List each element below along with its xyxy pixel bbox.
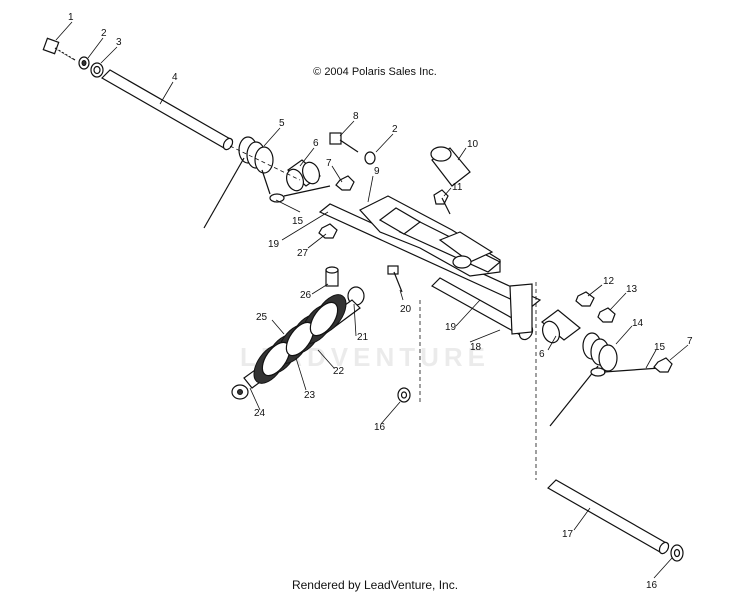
callout-15-left: 15 bbox=[292, 216, 304, 227]
callout-7-right: 7 bbox=[687, 336, 693, 347]
nut-7-left bbox=[335, 175, 355, 191]
nut-12 bbox=[575, 291, 595, 307]
callout-6: 6 bbox=[313, 138, 319, 149]
bolt-20 bbox=[387, 265, 403, 293]
callout-14: 14 bbox=[632, 318, 644, 329]
eyebolt-15-right bbox=[590, 367, 661, 377]
callout-18: 18 bbox=[470, 342, 482, 353]
block-10 bbox=[430, 146, 471, 187]
arm-assembly-9 bbox=[318, 195, 542, 309]
callout-20: 20 bbox=[400, 304, 412, 315]
callout-3: 3 bbox=[116, 37, 122, 48]
callout-16-bottom: 16 bbox=[646, 580, 658, 591]
bolt-1 bbox=[42, 37, 76, 61]
rendered-by-text: Rendered by LeadVenture, Inc. bbox=[291, 578, 459, 592]
callout-17: 17 bbox=[562, 529, 574, 540]
callout-25: 25 bbox=[256, 312, 268, 323]
bolt-11 bbox=[433, 189, 451, 215]
callout-24: 24 bbox=[254, 408, 266, 419]
callout-22: 22 bbox=[333, 366, 345, 377]
bushing-6-left bbox=[285, 159, 321, 192]
callout-19-right: 19 bbox=[445, 322, 457, 333]
shaft-17 bbox=[547, 479, 670, 555]
callout-2: 2 bbox=[101, 28, 107, 39]
callout-2-center: 2 bbox=[392, 124, 398, 135]
callout-4: 4 bbox=[172, 72, 178, 83]
callout-27: 27 bbox=[297, 248, 309, 259]
washer-2-center bbox=[364, 151, 376, 165]
callout-9: 9 bbox=[374, 166, 380, 177]
shock-absorber bbox=[231, 286, 365, 400]
callout-13: 13 bbox=[626, 284, 638, 295]
callout-8: 8 bbox=[353, 111, 359, 122]
callout-19-left: 19 bbox=[268, 239, 280, 250]
bushing-6-right bbox=[541, 309, 581, 344]
callout-26: 26 bbox=[300, 290, 312, 301]
shaft-4 bbox=[101, 69, 234, 151]
copyright-text: © 2004 Polaris Sales Inc. bbox=[313, 66, 437, 78]
torsion-spring-14 bbox=[549, 332, 618, 427]
callout-21: 21 bbox=[357, 332, 369, 343]
bushing-26 bbox=[325, 266, 339, 287]
callout-labels: 1 2 3 4 5 6 7 8 2 10 9 11 15 19 27 12 13… bbox=[68, 12, 693, 591]
torsion-spring-5 bbox=[203, 136, 274, 229]
callout-5: 5 bbox=[279, 118, 285, 129]
callout-7: 7 bbox=[326, 158, 332, 169]
eyebolt-15-left bbox=[269, 185, 331, 203]
callout-11: 11 bbox=[452, 182, 463, 193]
callout-12: 12 bbox=[603, 276, 615, 287]
leader-lines bbox=[55, 21, 689, 579]
nut-27 bbox=[318, 223, 338, 239]
callout-15-right: 15 bbox=[654, 342, 666, 353]
callout-6-right: 6 bbox=[539, 349, 545, 360]
coil-spring-25 bbox=[253, 294, 347, 384]
bracket-right bbox=[509, 283, 533, 335]
callout-1: 1 bbox=[68, 12, 74, 23]
callout-16-center: 16 bbox=[374, 422, 386, 433]
callout-23: 23 bbox=[304, 390, 316, 401]
nut-13 bbox=[597, 307, 616, 323]
nut-7-right bbox=[653, 357, 673, 373]
callout-10: 10 bbox=[467, 139, 479, 150]
bolt-8 bbox=[329, 132, 359, 153]
